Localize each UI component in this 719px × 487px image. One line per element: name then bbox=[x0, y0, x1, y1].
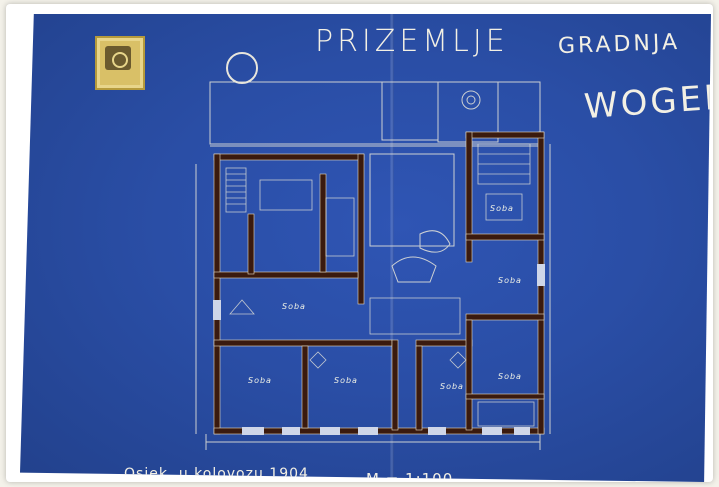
room-label: Soba bbox=[498, 276, 522, 285]
room-label: Soba bbox=[282, 302, 306, 311]
plan-title: PRIZEMLJE bbox=[315, 24, 509, 59]
courtyard-outline bbox=[209, 81, 541, 145]
photo-frame: PRIZEMLJE GRADNJA WOGER Osiek, u kolovoz… bbox=[6, 4, 713, 482]
floor-plan-drawing bbox=[195, 81, 551, 450]
room-label: Soba bbox=[440, 382, 464, 391]
circle-mark bbox=[226, 52, 258, 84]
room-label: Soba bbox=[498, 372, 522, 381]
paper-fold-crease bbox=[390, 14, 394, 482]
light-well-outline bbox=[369, 153, 455, 247]
revenue-stamp bbox=[95, 36, 145, 90]
blueprint-sheet: PRIZEMLJE GRADNJA WOGER Osiek, u kolovoz… bbox=[20, 14, 711, 482]
stamp-emblem bbox=[105, 46, 131, 70]
room-label: Soba bbox=[334, 376, 358, 385]
stamp-seal-icon bbox=[112, 52, 128, 68]
well-circle bbox=[461, 90, 481, 110]
room-label: Soba bbox=[490, 204, 514, 213]
room-label: Soba bbox=[248, 376, 272, 385]
